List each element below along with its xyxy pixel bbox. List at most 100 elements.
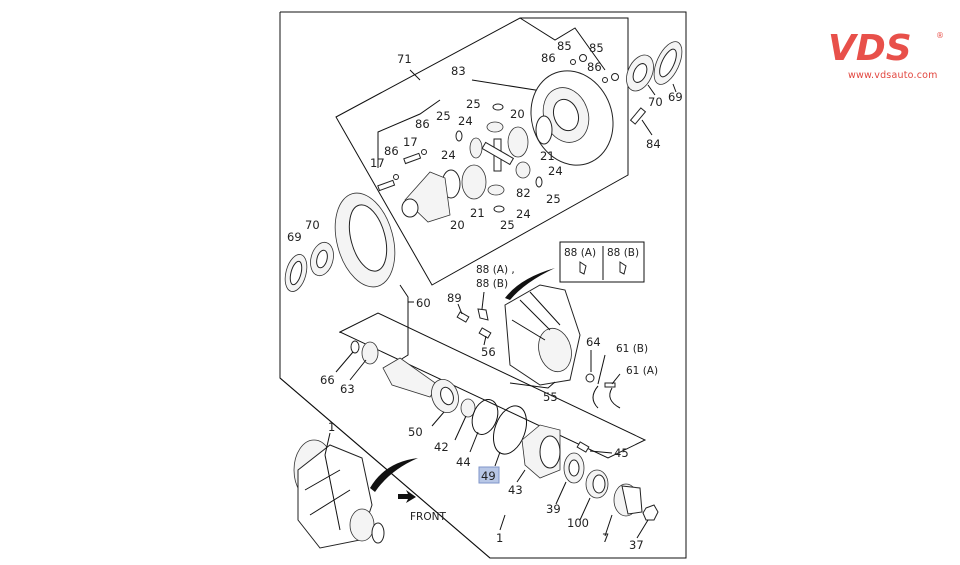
- part-61a-bolt: [604, 382, 616, 388]
- callout-1a[interactable]: 1: [328, 420, 335, 434]
- leader-1-upper: [324, 432, 331, 456]
- callout-63[interactable]: 63: [340, 382, 355, 396]
- part-66-shim: [350, 340, 360, 354]
- part-83-bore: [552, 98, 580, 132]
- callout-71[interactable]: 71: [397, 52, 412, 66]
- callout-50[interactable]: 50: [408, 425, 423, 439]
- callout-86d[interactable]: 86: [384, 144, 399, 158]
- callout-55[interactable]: 55: [543, 390, 558, 404]
- callout-20a[interactable]: 20: [510, 107, 525, 121]
- part-86b: [602, 77, 608, 83]
- front-label: FRONT: [410, 511, 446, 523]
- callout-7[interactable]: 7: [602, 531, 609, 545]
- part-42-spacer: [460, 398, 476, 418]
- part-50-inner: [440, 386, 454, 406]
- callout-69a[interactable]: 69: [668, 90, 683, 104]
- part-1-rib-a: [304, 469, 341, 491]
- callout-70b[interactable]: 70: [305, 218, 320, 232]
- callout-61a[interactable]: 61 (A): [626, 365, 658, 377]
- part-37-nut: [642, 504, 659, 521]
- part-21-lower-gear: [461, 164, 487, 200]
- part-85a: [579, 54, 587, 62]
- registered-mark: ®: [936, 31, 944, 40]
- callout-24a[interactable]: 24: [458, 114, 473, 128]
- callout-20b[interactable]: 20: [450, 218, 465, 232]
- carrier-rib-2: [529, 291, 561, 326]
- callout-83[interactable]: 83: [451, 64, 466, 78]
- carrier-rib-1: [519, 299, 551, 331]
- part-1-pinion-hub: [349, 508, 375, 542]
- part-82-cross-arm: [481, 141, 515, 166]
- part-61b-strap: [592, 385, 599, 409]
- callout-69b[interactable]: 69: [287, 230, 302, 244]
- callout-17b[interactable]: 17: [370, 156, 385, 170]
- leader-39: [555, 481, 567, 505]
- callout-21a[interactable]: 21: [540, 149, 555, 163]
- callout-17a[interactable]: 17: [403, 135, 418, 149]
- callout-100[interactable]: 100: [567, 516, 589, 530]
- leader-69-upper: [672, 83, 677, 93]
- part-21-upper-gear: [507, 126, 529, 158]
- callout-86b[interactable]: 86: [587, 60, 602, 74]
- part-39-inner: [568, 459, 580, 477]
- leader-55: [509, 381, 556, 389]
- callout-25d[interactable]: 25: [500, 218, 515, 232]
- callout-1b[interactable]: 1: [496, 531, 503, 545]
- callout-84[interactable]: 84: [646, 137, 661, 151]
- callout-82[interactable]: 82: [516, 186, 531, 200]
- callout-86c[interactable]: 86: [415, 117, 430, 131]
- callout-37[interactable]: 37: [629, 538, 644, 552]
- part-24-b: [469, 137, 483, 159]
- callout-24c[interactable]: 24: [548, 164, 563, 178]
- part-25-c: [535, 176, 543, 188]
- callout-43[interactable]: 43: [508, 483, 523, 497]
- callout-85b[interactable]: 85: [589, 41, 604, 55]
- callout-85a[interactable]: 85: [557, 39, 572, 53]
- callout-49[interactable]: 49: [481, 469, 496, 483]
- leader-71: [409, 69, 421, 81]
- callout-44[interactable]: 44: [456, 455, 471, 469]
- inset-88a-label[interactable]: 88 (A): [564, 247, 596, 259]
- leader-bolt-group: [377, 99, 441, 168]
- leader-7: [604, 514, 613, 537]
- callout-24b[interactable]: 24: [441, 148, 456, 162]
- leader-100: [579, 497, 591, 521]
- callout-21b[interactable]: 21: [470, 206, 485, 220]
- leader-61b: [597, 354, 606, 385]
- part-70-upper-inner: [632, 63, 648, 83]
- callout-42[interactable]: 42: [434, 440, 449, 454]
- part-24-c: [515, 161, 531, 179]
- vds-url[interactable]: www.vdsauto.com: [848, 70, 938, 81]
- callout-56[interactable]: 56: [481, 345, 496, 359]
- callout-66[interactable]: 66: [320, 373, 335, 387]
- differential-box: [335, 17, 629, 286]
- inset-88b-label[interactable]: 88 (B): [607, 247, 639, 259]
- part-7-flange-plate: [621, 485, 643, 515]
- callout-61b[interactable]: 61 (B): [616, 343, 648, 355]
- callout-88b[interactable]: 88 (B): [476, 278, 508, 290]
- callout-25a[interactable]: 25: [466, 97, 481, 111]
- callout-70a[interactable]: 70: [648, 95, 663, 109]
- callout-64[interactable]: 64: [586, 335, 601, 349]
- callout-45[interactable]: 45: [614, 446, 629, 460]
- leader-37: [636, 519, 649, 539]
- part-45-plug: [576, 441, 590, 453]
- callout-25b[interactable]: 25: [436, 109, 451, 123]
- callout-25c[interactable]: 25: [546, 192, 561, 206]
- part-17-bolt-b: [403, 152, 422, 165]
- part-drive-pinion: [382, 357, 439, 398]
- callout-39[interactable]: 39: [546, 502, 561, 516]
- leader-45: [589, 450, 613, 454]
- part-ring-gear-inner: [348, 204, 388, 272]
- callout-89[interactable]: 89: [447, 291, 462, 305]
- leader-49: [494, 451, 501, 467]
- callout-24d[interactable]: 24: [516, 207, 531, 221]
- part-1-flange: [371, 522, 385, 544]
- callout-88a[interactable]: 88 (A) ,: [476, 264, 515, 276]
- leader-50: [431, 411, 445, 427]
- inset-88-box: [559, 241, 645, 283]
- callout-86a[interactable]: 86: [541, 51, 556, 65]
- callout-60[interactable]: 60: [416, 296, 431, 310]
- leader-61a: [611, 373, 621, 385]
